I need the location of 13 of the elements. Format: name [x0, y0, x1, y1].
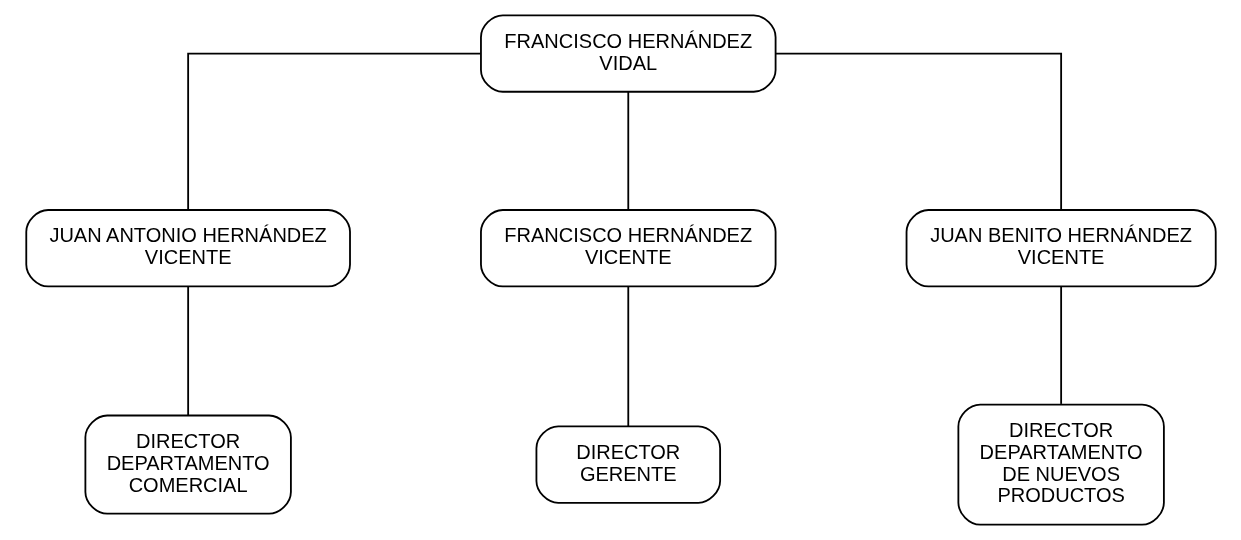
node-box: DIRECTOR GERENTE [535, 425, 721, 504]
connector [186, 285, 189, 417]
connector [626, 285, 629, 427]
connector [774, 52, 1062, 211]
node-box: FRANCISCO HERNÁNDEZ VIDAL [479, 14, 776, 93]
connector [626, 91, 629, 211]
node-box: DIRECTOR DEPARTAMENTO DE NUEVOS PRODUCTOS [956, 403, 1165, 526]
node-box: DIRECTOR DEPARTAMENTO COMERCIAL [83, 414, 292, 515]
node-box: FRANCISCO HERNÁNDEZ VICENTE [479, 209, 776, 288]
connector [1059, 285, 1062, 405]
node-box: JUAN ANTONIO HERNÁNDEZ VICENTE [24, 209, 351, 288]
node-box: JUAN BENITO HERNÁNDEZ VICENTE [905, 209, 1217, 288]
connector [186, 52, 481, 211]
